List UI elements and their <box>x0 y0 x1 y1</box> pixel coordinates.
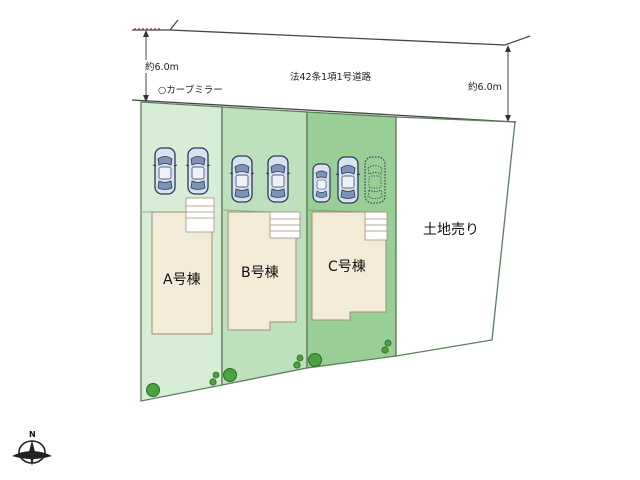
road-width-right-label: 約6.0m <box>468 81 502 93</box>
lot-c-steps <box>364 211 388 241</box>
lot-a-details: A号棟 <box>141 197 215 335</box>
car-icon <box>229 155 255 203</box>
lot-a-steps <box>185 197 215 233</box>
road-north-edge <box>132 29 506 46</box>
car-icon <box>185 147 211 195</box>
road-width-dimension-left: 約6.0m <box>143 30 183 102</box>
tree-icon <box>384 339 392 347</box>
road <box>131 19 531 123</box>
car-icon <box>265 155 291 203</box>
tree-icon <box>296 354 304 362</box>
trees <box>146 339 392 397</box>
lot-a-label: A号棟 <box>163 272 201 288</box>
land-for-sale-label: 土地売り <box>423 222 479 238</box>
lot-c-label: C号棟 <box>328 259 366 275</box>
tree-icon <box>209 378 217 386</box>
land-for-sale-lot <box>395 116 516 357</box>
curve-mirror-label: ○カーブミラー <box>158 84 223 96</box>
compass-wing-icon <box>12 451 52 459</box>
tree-icon <box>146 383 160 397</box>
lot-c-details: C号棟 <box>306 209 388 321</box>
tree-icon <box>293 361 301 369</box>
road-label: 法42条1項1号道路 <box>290 71 372 83</box>
compass-north-label: N <box>29 430 36 439</box>
tree-icon <box>381 346 389 354</box>
road-width-left-label: 約6.0m <box>145 61 179 73</box>
north-compass: N <box>12 430 52 466</box>
car-icon <box>152 147 178 195</box>
road-width-dimension-right: 約6.0m <box>466 45 511 122</box>
tree-icon <box>212 371 220 379</box>
tree-icon <box>223 368 237 382</box>
tree-icon <box>308 353 322 367</box>
car-dashed-icon <box>364 156 386 204</box>
lot-b-label: B号棟 <box>241 265 279 281</box>
car-icon <box>335 156 361 204</box>
road-break-right <box>504 35 531 46</box>
lot-b-steps <box>269 211 301 239</box>
lot-b-details: B号棟 <box>221 209 301 331</box>
car-icon <box>312 163 331 203</box>
road-south-edge <box>131 99 517 123</box>
road-break-left <box>169 19 179 31</box>
